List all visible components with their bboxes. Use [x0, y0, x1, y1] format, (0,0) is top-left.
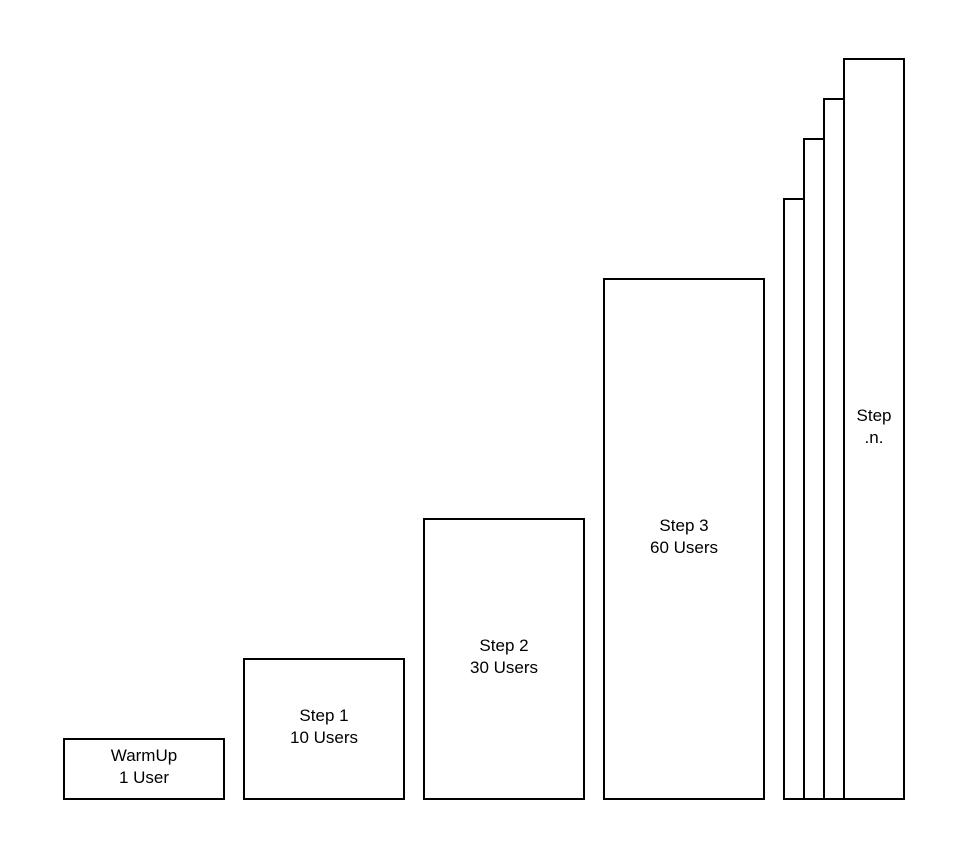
- step-2-box: [423, 518, 585, 800]
- step-1-name: Step 1: [299, 706, 349, 725]
- step-3-users: 60 Users: [649, 538, 719, 557]
- step-n-box: [843, 58, 905, 800]
- step-2-label: Step 2 30 Users: [470, 635, 538, 679]
- step-2-users: 30 Users: [469, 658, 539, 677]
- step-1-box: [243, 658, 405, 800]
- step-n-label: Step .n.: [857, 405, 892, 449]
- step-3-name: Step 3: [659, 516, 709, 535]
- step-n-name: Step: [856, 406, 892, 425]
- warmup-users: 1 User: [118, 768, 170, 787]
- step-3-box: [603, 278, 765, 800]
- step-2-name: Step 2: [479, 636, 529, 655]
- warmup-name: WarmUp: [110, 746, 178, 765]
- step-3-label: Step 3 60 Users: [650, 515, 718, 559]
- step-n-users: .n.: [864, 428, 884, 447]
- step-stack-box-c: [823, 98, 845, 800]
- warmup-label: WarmUp 1 User: [111, 745, 177, 789]
- warmup-box: [63, 738, 225, 800]
- step-1-users: 10 Users: [289, 728, 359, 747]
- step-1-label: Step 1 10 Users: [290, 705, 358, 749]
